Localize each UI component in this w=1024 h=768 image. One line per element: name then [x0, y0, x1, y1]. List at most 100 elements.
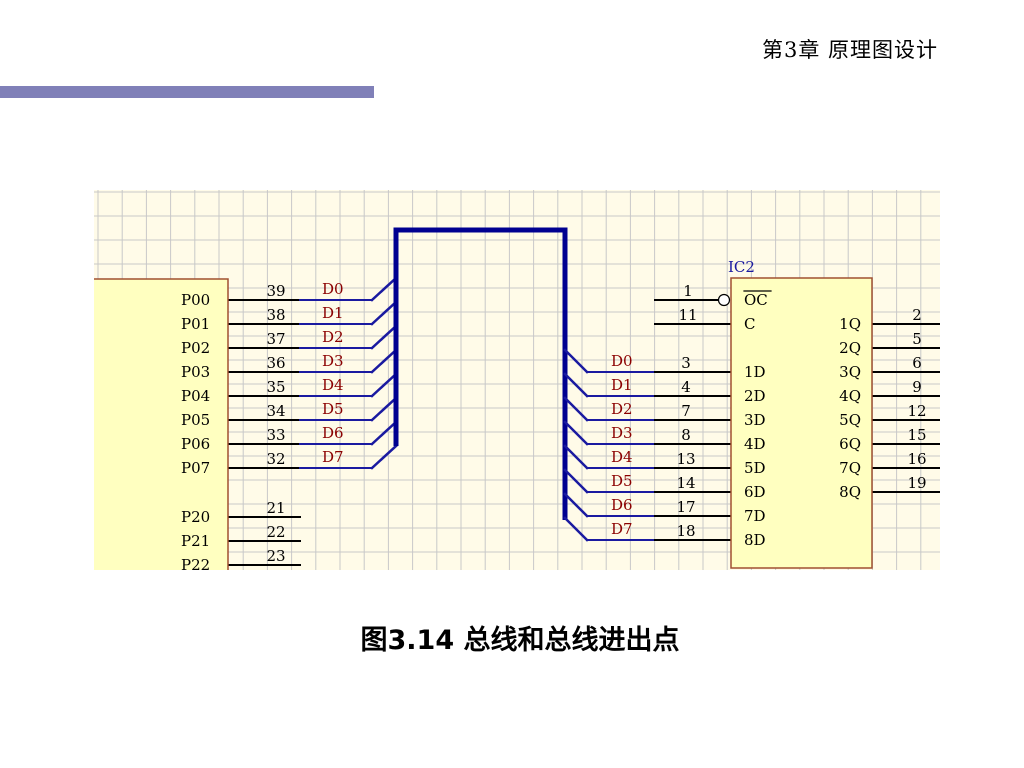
ic2-output-pin-number: 15: [907, 426, 926, 444]
left-chip-pin-name: P02: [181, 339, 210, 357]
left-net-label: D5: [322, 400, 344, 418]
left-chip-pin-number: 39: [266, 282, 285, 300]
left-chip-pin-number: 35: [266, 378, 285, 396]
ic2-input-pin-name: 7D: [744, 507, 766, 525]
right-bus-entry: [563, 492, 589, 518]
ic2-output-pin-number: 9: [912, 378, 922, 396]
left-net-label: D0: [322, 280, 344, 298]
ic2-control-pin-number: 11: [678, 306, 697, 324]
ic2-output-pin-name: 6Q: [839, 435, 861, 453]
right-net-label: D4: [611, 448, 633, 466]
left-bus-entry: [370, 276, 398, 302]
ic2-input-pin-number: 17: [676, 498, 695, 516]
right-bus-entry: [563, 372, 589, 398]
ic2-input-pin-number: 18: [676, 522, 695, 540]
ic2-output-pin-number: 12: [907, 402, 926, 420]
left-chip-pin-name: P05: [181, 411, 210, 429]
ic2-input-pin-name: 4D: [744, 435, 766, 453]
right-net-label: D5: [611, 472, 633, 490]
left-chip-pin-number: 33: [266, 426, 285, 444]
left-bus-entry: [370, 420, 398, 446]
ic2-output-pin-name: 4Q: [839, 387, 861, 405]
left-chip-pin-name: P07: [181, 459, 210, 477]
right-bus-entry: [563, 444, 589, 470]
left-chip-body: [94, 278, 229, 570]
ic2-output-pin-number: 19: [907, 474, 926, 492]
accent-bar: [0, 86, 374, 98]
ic2-output-pin-number: 2: [912, 306, 922, 324]
left-chip-pin-name: P03: [181, 363, 210, 381]
ic2-output-pin-name: 1Q: [839, 315, 861, 333]
ic2-input-pin-number: 13: [676, 450, 695, 468]
ic2-output-pin-name: 2Q: [839, 339, 861, 357]
left-chip-p2-pin-number: 21: [266, 499, 285, 517]
ic2-control-pin-number: 1: [683, 282, 693, 300]
left-bus-entry: [370, 396, 398, 422]
ic2-output-pin-name: 7Q: [839, 459, 861, 477]
ic2-input-pin-name: 6D: [744, 483, 766, 501]
part-layer: [94, 277, 873, 570]
left-chip-pin-number: 38: [266, 306, 285, 324]
ic2-output-pin-name: 5Q: [839, 411, 861, 429]
left-chip-pin-name: P01: [181, 315, 210, 333]
ic2-control-pin-name: OC: [744, 291, 768, 309]
ic2-output-pin-name: 8Q: [839, 483, 861, 501]
chapter-header: 第3章 原理图设计: [761, 38, 938, 62]
ic2-input-pin-number: 4: [681, 378, 691, 396]
ic2-input-pin-number: 3: [681, 354, 691, 372]
left-chip-pin-name: P00: [181, 291, 210, 309]
right-net-label: D3: [611, 424, 633, 442]
ic2-input-pin-number: 14: [676, 474, 695, 492]
wire-layer: [227, 227, 940, 566]
right-bus-entry: [563, 420, 589, 446]
right-net-label: D6: [611, 496, 633, 514]
left-chip-p2-pin-name: P22: [181, 556, 210, 570]
left-bus-entry: [370, 324, 398, 350]
ic2-output-pin-number: 6: [912, 354, 922, 372]
left-chip-pin-number: 32: [266, 450, 285, 468]
left-net-label: D6: [322, 424, 344, 442]
right-net-label: D1: [611, 376, 633, 394]
ic2-input-pin-name: 8D: [744, 531, 766, 549]
right-bus-entry: [563, 468, 589, 494]
right-net-label: D0: [611, 352, 633, 370]
left-net-label: D7: [322, 448, 344, 466]
left-net-label: D2: [322, 328, 344, 346]
left-chip-p2-pin-name: P21: [181, 532, 210, 550]
ic2-designator: IC2: [728, 258, 755, 276]
ic2-input-pin-number: 8: [681, 426, 691, 444]
left-chip-p2-pin-number: 23: [266, 547, 285, 565]
ic2-input-pin-number: 7: [681, 402, 691, 420]
left-chip-p2-pin-name: P20: [181, 508, 210, 526]
ic2-body: [730, 277, 873, 569]
left-bus-entry: [370, 372, 398, 398]
left-chip-pin-name: P06: [181, 435, 210, 453]
ic2-input-pin-name: 3D: [744, 411, 766, 429]
left-bus-entry: [370, 348, 398, 374]
right-bus-entry: [563, 396, 589, 422]
figure-caption: 图3.14 总线和总线进出点: [360, 625, 680, 656]
ic2-input-pin-name: 1D: [744, 363, 766, 381]
left-net-label: D1: [322, 304, 344, 322]
inversion-bubble: [717, 293, 731, 307]
ic2-output-pin-number: 5: [912, 330, 922, 348]
left-chip-pin-number: 37: [266, 330, 285, 348]
right-bus-entry: [563, 516, 589, 542]
left-chip-pin-name: P04: [181, 387, 210, 405]
right-net-label: D7: [611, 520, 633, 538]
right-net-label: D2: [611, 400, 633, 418]
left-net-label: D4: [322, 376, 344, 394]
ic2-output-pin-name: 3Q: [839, 363, 861, 381]
left-chip-pin-number: 36: [266, 354, 285, 372]
left-chip-pin-number: 34: [266, 402, 285, 420]
left-chip-p2-pin-number: 22: [266, 523, 285, 541]
ic2-output-pin-number: 16: [907, 450, 926, 468]
ic2-input-pin-name: 2D: [744, 387, 766, 405]
right-bus-entry: [563, 348, 589, 374]
ic2-control-pin-name: C: [744, 315, 755, 333]
left-net-label: D3: [322, 352, 344, 370]
ic2-input-pin-name: 5D: [744, 459, 766, 477]
left-bus-entry: [370, 444, 398, 470]
